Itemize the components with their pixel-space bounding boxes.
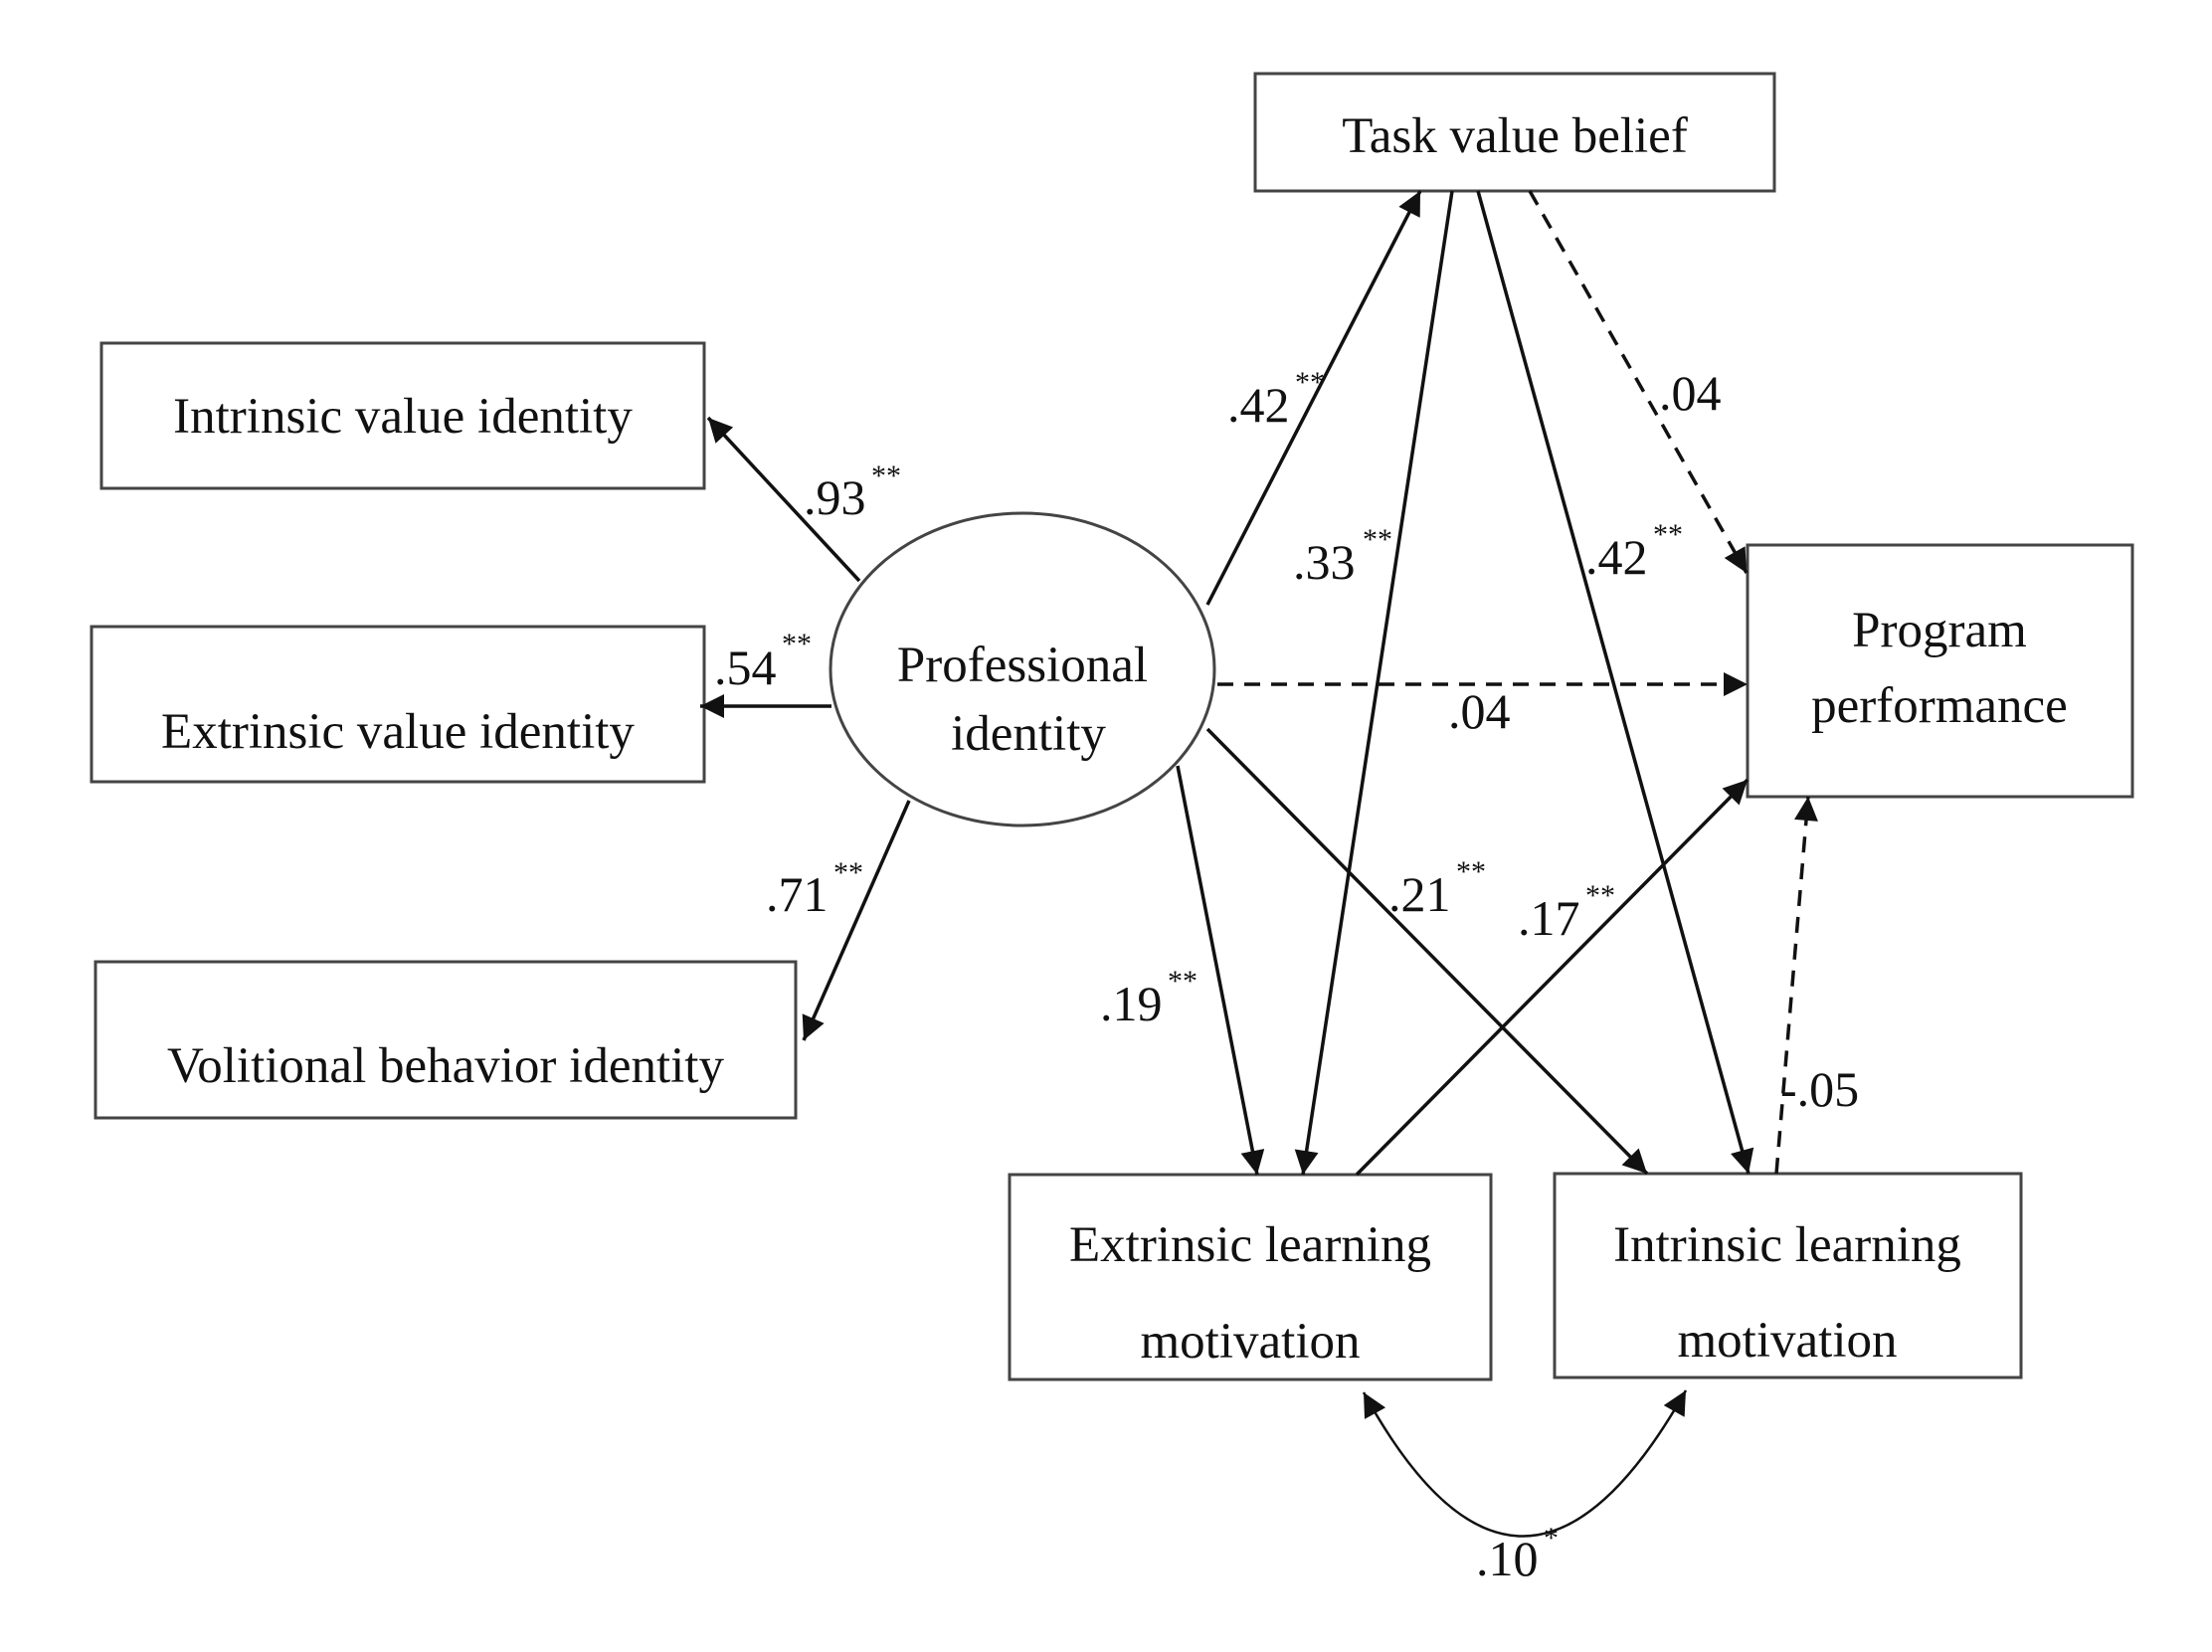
node-extrinsic-value-identity: Extrinsic value identity — [90, 625, 706, 784]
coef-significance: ** — [1363, 523, 1392, 556]
path-ilm-to-pp — [1774, 796, 1818, 1175]
node-intrinsic-learning-motivation: Intrinsic learning motivation — [1553, 1172, 2023, 1379]
path-tvb-to-ilm — [1476, 190, 1754, 1175]
coef-label-tvb-elm: .33 ** — [1293, 523, 1392, 590]
coef-significance: * — [1544, 1522, 1559, 1555]
coef-label-pi-ilm: .21 ** — [1388, 855, 1486, 922]
node-label-line-1: Professional — [897, 638, 1148, 693]
node-label: Intrinsic value identity — [173, 389, 633, 445]
coef-label-ilm-pp: -.05 — [1780, 1061, 1859, 1117]
path-pi-to-ivi — [706, 416, 861, 583]
coef-value: .04 — [1659, 365, 1722, 421]
node-extrinsic-learning-motivation: Extrinsic learning motivation — [1008, 1173, 1493, 1381]
coef-value: .21 — [1388, 866, 1451, 922]
node-task-value-belief: Task value belief — [1253, 72, 1776, 193]
coef-label-pi-vbi: .71 ** — [766, 856, 863, 922]
node-label-line-2: identity — [951, 706, 1106, 762]
node-label-line-2: performance — [1811, 678, 2068, 734]
node-label: Extrinsic value identity — [161, 704, 635, 760]
coef-significance: ** — [1653, 518, 1683, 551]
path-pi-to-vbi — [802, 800, 911, 1041]
coef-value: .42 — [1227, 377, 1290, 433]
node-label-line-2: motivation — [1678, 1313, 1898, 1369]
coef-significance: ** — [833, 856, 863, 889]
coef-significance: ** — [1295, 366, 1325, 399]
node-label: Volitional behavior identity — [167, 1038, 724, 1094]
node-label-line-1: Program — [1852, 603, 2027, 658]
coef-value: .17 — [1518, 890, 1580, 946]
coef-label-pi-evi: .54 ** — [714, 628, 812, 695]
coef-label-tvb-ilm: .42 ** — [1585, 518, 1683, 585]
coef-label-pi-elm: .19 ** — [1100, 965, 1198, 1031]
coef-value: -.05 — [1780, 1061, 1859, 1117]
node-label-line-2: motivation — [1141, 1314, 1361, 1370]
coef-label-pi-pp: .04 — [1448, 683, 1511, 739]
path-tvb-to-elm — [1294, 190, 1454, 1176]
node-label-line-1: Intrinsic learning — [1613, 1217, 1961, 1273]
coef-significance: ** — [782, 628, 812, 660]
coef-value: .93 — [804, 469, 866, 525]
node-volitional-behavior-identity: Volitional behavior identity — [93, 960, 798, 1120]
coef-value: .33 — [1293, 534, 1356, 590]
coef-value: .04 — [1448, 683, 1511, 739]
path-pi-to-tvb — [1205, 190, 1422, 606]
coef-label-elm-pp: .17 ** — [1518, 879, 1615, 946]
coef-value: .42 — [1585, 529, 1648, 585]
path-elm-to-pp — [1355, 778, 1750, 1177]
coef-label-elm-ilm: .10 * — [1476, 1522, 1559, 1586]
coef-significance: ** — [871, 459, 901, 492]
coef-value: .71 — [766, 866, 829, 922]
coef-label-tvb-pp: .04 — [1659, 365, 1722, 421]
node-professional-identity: Professional identity — [829, 511, 1216, 827]
coef-significance: ** — [1456, 855, 1486, 888]
path-pi-to-elm — [1176, 765, 1265, 1176]
node-program-performance: Program performance — [1746, 543, 2134, 799]
coef-value: .10 — [1476, 1531, 1539, 1586]
node-intrinsic-value-identity: Intrinsic value identity — [99, 341, 706, 490]
coef-significance: ** — [1168, 965, 1198, 998]
coef-value: .54 — [714, 640, 777, 695]
path-elm-ilm-covariance — [1362, 1389, 1688, 1538]
path-pi-to-ilm — [1205, 727, 1649, 1176]
node-label-line-1: Extrinsic learning — [1069, 1217, 1431, 1273]
coef-label-pi-tvb: .42 ** — [1227, 366, 1325, 433]
coef-label-pi-ivi: .93 ** — [804, 459, 901, 525]
path-tvb-to-pp — [1528, 190, 1749, 574]
coef-value: .19 — [1100, 976, 1163, 1031]
node-label: Task value belief — [1342, 108, 1688, 164]
coef-significance: ** — [1585, 879, 1615, 912]
